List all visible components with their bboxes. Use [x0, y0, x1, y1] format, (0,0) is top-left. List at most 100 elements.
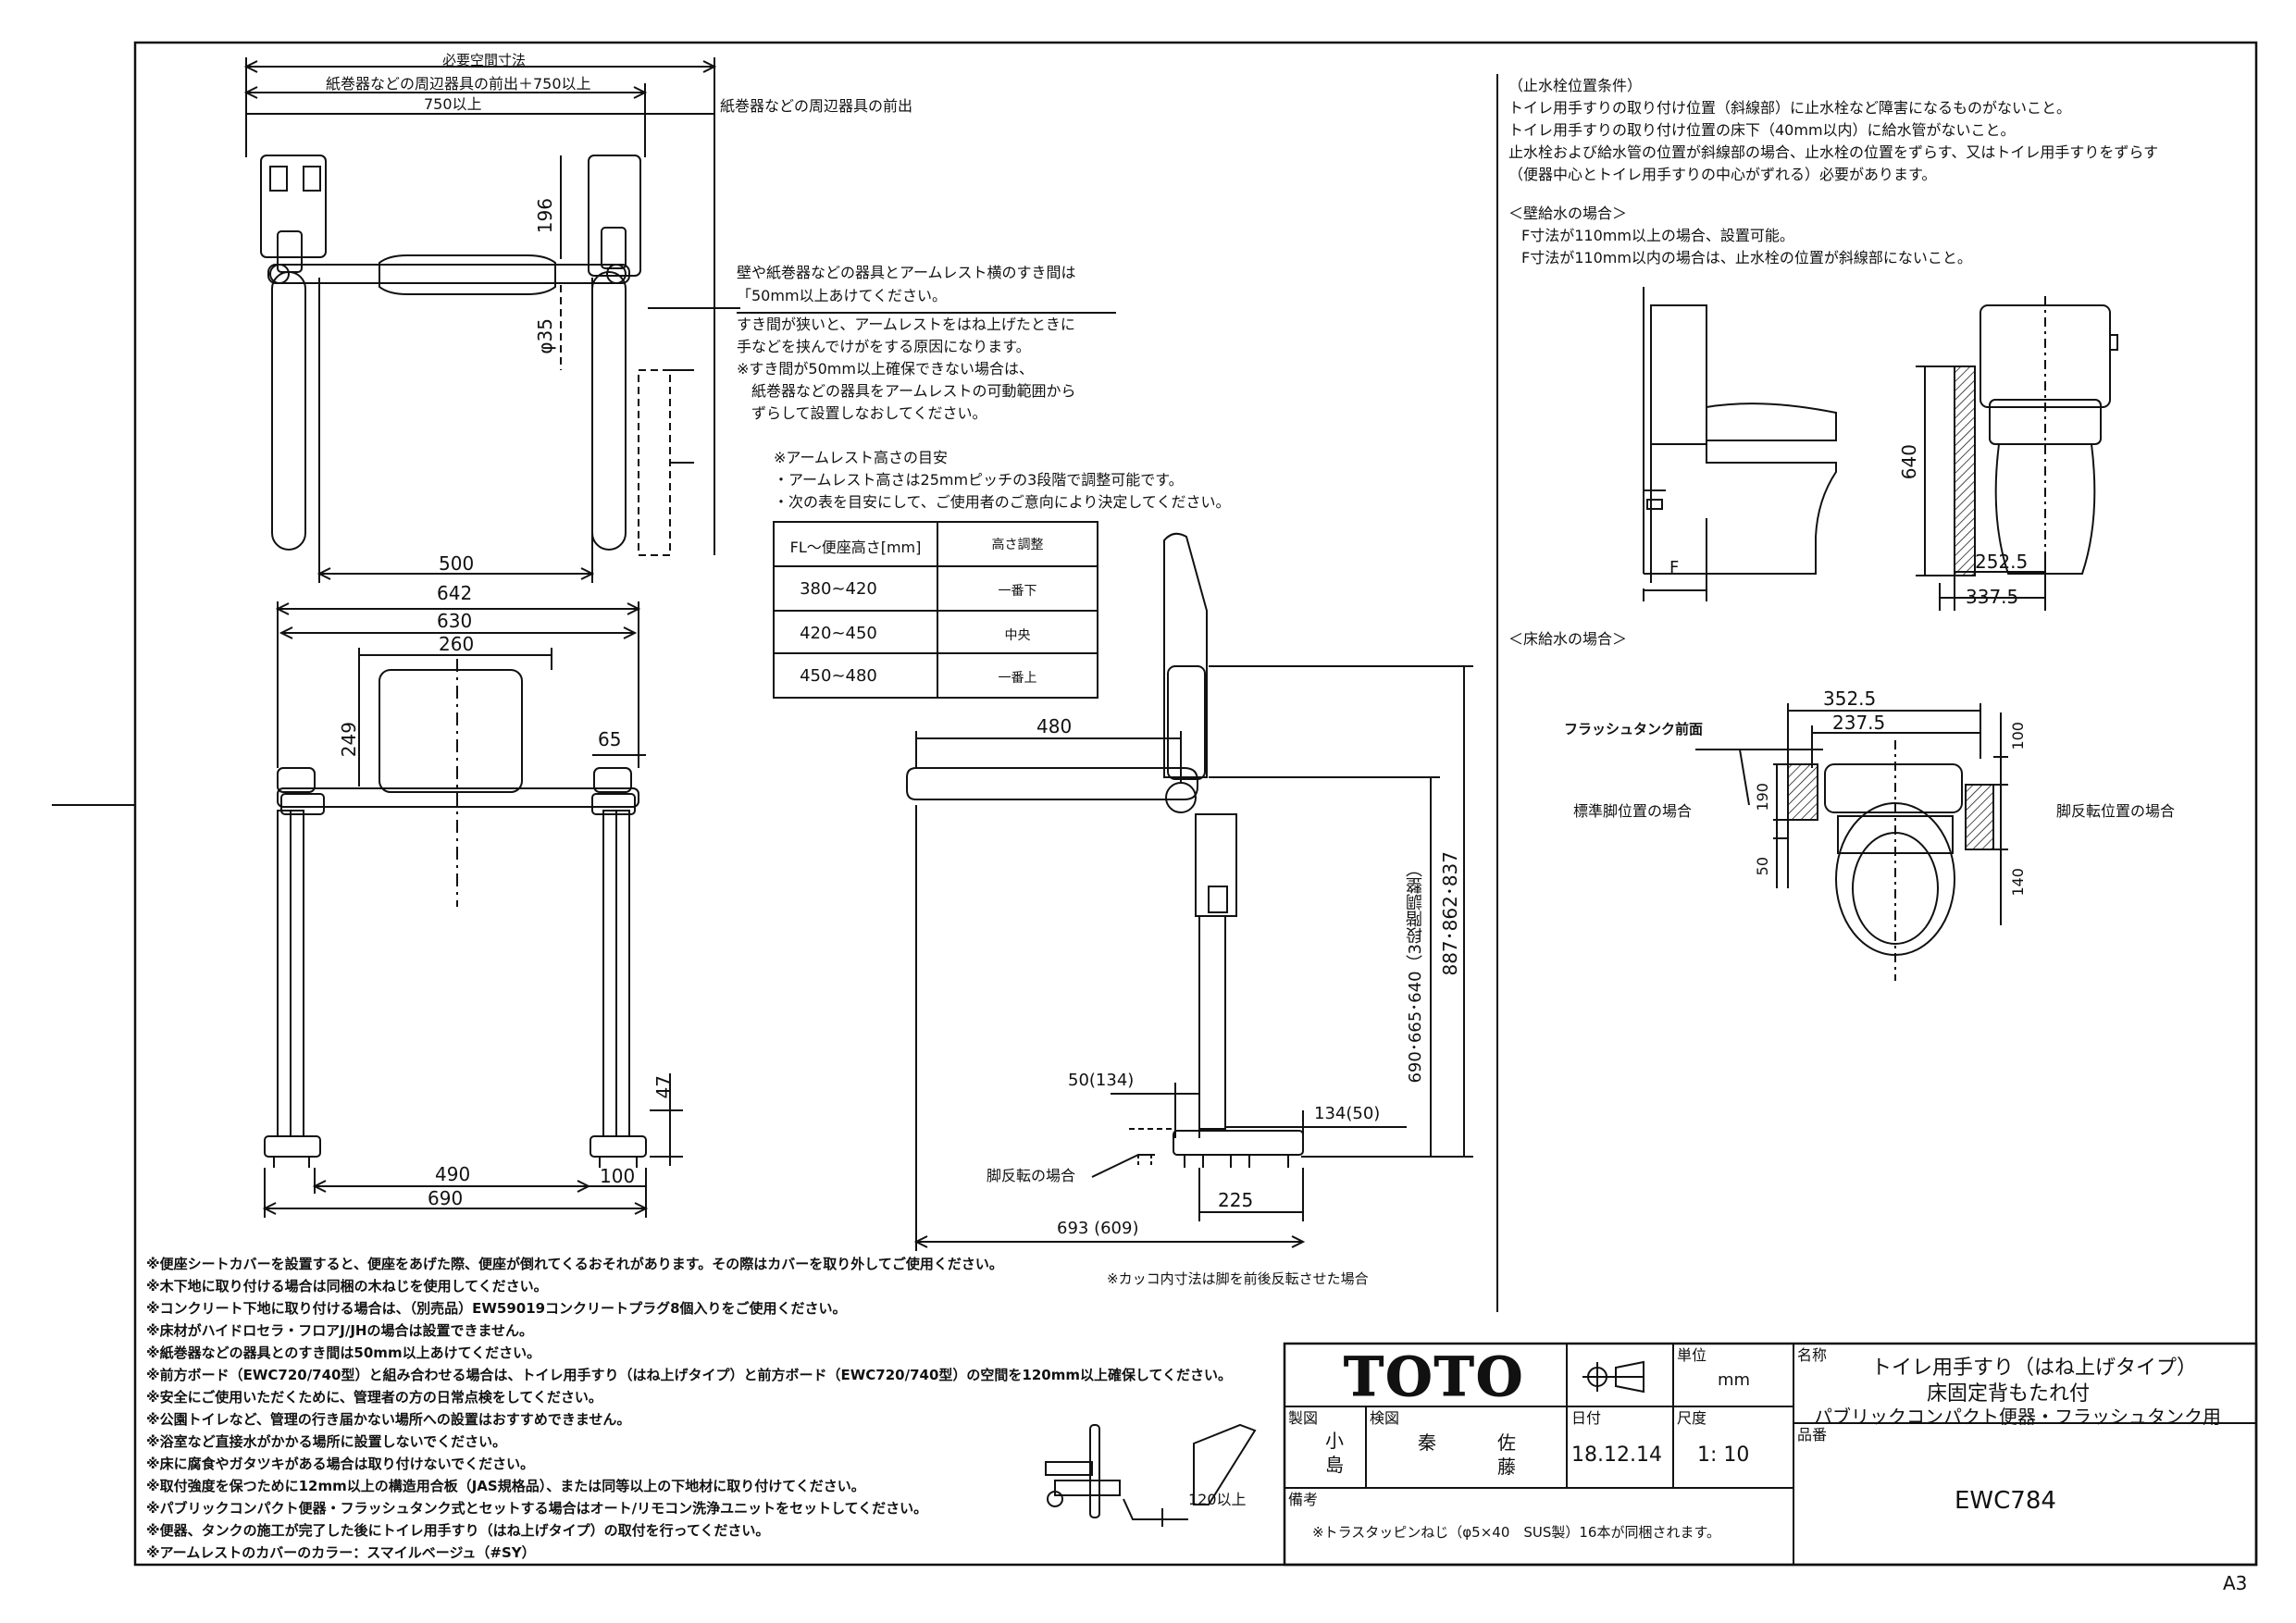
- sheet-size-label: A3: [2223, 1572, 2248, 1594]
- dim-237-5: 237.5: [1832, 712, 1886, 734]
- dim-50-134: 50(134): [1068, 1071, 1135, 1090]
- dim-337-5: 337.5: [1966, 586, 2019, 608]
- note-line: ※便座シートカバーを設置すると、便座をあげた際、便座が倒れてくるおそれがあります…: [146, 1256, 1003, 1272]
- bracket-note: ※カッコ内寸法は脚を前後反転させた場合: [1107, 1270, 1369, 1287]
- note-line: ※便器、タンクの施工が完了した後にトイレ用手すり（はね上げタイプ）の取付を行って…: [146, 1522, 770, 1539]
- standard-leg-label: 標準脚位置の場合: [1573, 802, 1693, 820]
- dim-352-5: 352.5: [1823, 688, 1877, 710]
- flush-tank-front-label: フラッシュタンク前面: [1564, 721, 1704, 737]
- note-line: ※パブリックコンパクト便器・フラッシュタンク式とセットする場合はオート/リモコン…: [146, 1500, 928, 1517]
- valve-condition-line: （止水栓位置条件）: [1508, 77, 1643, 94]
- required-space-title: 必要空間寸法: [442, 52, 527, 68]
- gap-note-line: 壁や紙巻器などの器具とアームレスト横のすき間は: [737, 264, 1076, 281]
- remarks-label: 備考: [1288, 1491, 1319, 1508]
- table-cell: 中央: [1004, 628, 1031, 643]
- unit-value: mm: [1718, 1370, 1751, 1390]
- dim-642: 642: [437, 582, 473, 604]
- scale-label: 尺度: [1677, 1409, 1707, 1427]
- wall-supply-title: ＜壁給水の場合＞: [1508, 204, 1628, 222]
- dim-47: 47: [652, 1075, 675, 1099]
- dim-640: 640: [1898, 444, 1920, 480]
- front-view-linework: [262, 601, 683, 1218]
- top-view-linework: [243, 57, 740, 583]
- floor-supply-title: ＜床給水の場合＞: [1508, 630, 1628, 648]
- drawn-name: 島: [1325, 1454, 1344, 1476]
- product-name-line: 床固定背もたれ付: [1927, 1382, 2091, 1406]
- dim-225: 225: [1218, 1189, 1254, 1211]
- date-value: 18.12.14: [1571, 1443, 1662, 1467]
- dim-500: 500: [439, 552, 475, 575]
- dim-690-665-640: 690･665･640（3段階調整）: [1406, 861, 1425, 1084]
- valve-condition-line: 止水栓および給水管の位置が斜線部の場合、止水栓の位置をずらす、又はトイレ用手すり…: [1508, 143, 2159, 161]
- armrest-table-grid: [773, 521, 1098, 699]
- note-line: ※床材がハイドロセラ・フロアJ/JHの場合は設置できません。: [146, 1322, 534, 1339]
- note-line: ※公園トイレなど、管理の行き届かない場所への設置はおすすめできません。: [146, 1411, 631, 1428]
- armrest-note-line: ※アームレスト高さの目安: [774, 449, 948, 466]
- note-line: ※前方ボード（EWC720/740型）と組み合わせる場合は、トイレ用手すり（はね…: [146, 1367, 1233, 1383]
- valve-condition-line: トイレ用手すりの取り付け位置（斜線部）に止水栓など障害になるものがないこと。: [1508, 99, 2072, 117]
- gap-note-line: ※すき間が50mm以上確保できない場合は、: [737, 360, 1034, 378]
- table-cell: 420~450: [800, 624, 877, 643]
- wall-supply-line: F寸法が110mm以上の場合、設置可能。: [1521, 227, 1794, 244]
- dim-120-min: 120以上: [1188, 1491, 1247, 1508]
- dim-50b: 50: [1754, 857, 1771, 876]
- sheet-border: [133, 41, 2258, 1567]
- armrest-note-line: ・アームレスト高さは25mmピッチの3段階で調整可能です。: [774, 471, 1184, 489]
- checked-label: 検図: [1370, 1409, 1400, 1427]
- toto-logo: TOTO: [1343, 1345, 1525, 1409]
- leg-reversed-label: 脚反転の場合: [987, 1167, 1076, 1184]
- dim-100: 100: [600, 1165, 636, 1187]
- note-line: ※木下地に取り付ける場合は同梱の木ねじを使用してください。: [146, 1278, 548, 1295]
- dim-196: 196: [534, 198, 556, 234]
- dim-249: 249: [338, 722, 360, 758]
- table-cell: 450~480: [800, 666, 877, 686]
- note-line: ※取付強度を保つために12mm以上の構造用合板（JAS規格品）、または同等以上の…: [146, 1478, 865, 1494]
- date-label: 日付: [1571, 1409, 1602, 1427]
- dim-190: 190: [1754, 783, 1771, 812]
- part-label: 品番: [1797, 1426, 1828, 1443]
- gap-note-line: 紙巻器などの器具をアームレストの可動範囲から: [737, 382, 1076, 400]
- dim-phi35: φ35: [534, 318, 556, 354]
- armrest-note-line: ・次の表を目安にして、ご使用者のご意向により決定してください。: [774, 493, 1231, 511]
- valve-condition-line: トイレ用手すりの取り付け位置の床下（40mm以内）に給水管がないこと。: [1508, 121, 2016, 139]
- table-cell: 一番下: [998, 584, 1037, 599]
- dim-140: 140: [2009, 868, 2027, 897]
- dim-65: 65: [598, 728, 622, 750]
- dim-134-50: 134(50): [1314, 1104, 1381, 1123]
- table-header: 高さ調整: [991, 538, 1044, 552]
- checked-name: 秦: [1418, 1431, 1436, 1454]
- product-name-line: トイレ用手すり（はね上げタイプ）: [1871, 1357, 2198, 1380]
- dim-paper-holder-plus: 紙巻器などの周辺器具の前出＋750以上: [326, 75, 591, 93]
- floor-supply-linework: [1695, 703, 2008, 981]
- scale-value: 1: 10: [1697, 1443, 1750, 1467]
- dim-F: F: [1669, 558, 1680, 577]
- note-line: ※コンクリート下地に取り付ける場合は、（別売品）EW59019コンクリートプラグ…: [146, 1300, 847, 1317]
- note-line: ※紙巻器などの器具とのすき間は50mm以上あけてください。: [146, 1344, 541, 1361]
- note-line: ※床に腐食やガタツキがある場合は取り付けないでください。: [146, 1456, 535, 1472]
- dim-paper-holder-front: 紙巻器などの周辺器具の前出: [720, 97, 913, 115]
- mini-sketch-linework: [1045, 1423, 1257, 1527]
- gap-note-line: すき間が狭いと、アームレストをはね上げたときに: [737, 316, 1075, 333]
- reversed-leg-label: 脚反転位置の場合: [2056, 802, 2176, 820]
- gap-note-line: 「50mm以上あけてください。: [737, 287, 948, 304]
- dim-100b: 100: [2009, 722, 2027, 750]
- checked-name: 佐: [1497, 1431, 1516, 1454]
- valve-condition-line: （便器中心とトイレ用手すりの中心がずれる）必要があります。: [1508, 166, 1937, 183]
- table-cell: 380~420: [800, 579, 877, 599]
- drawn-label: 製図: [1288, 1409, 1319, 1427]
- drawn-name: 小: [1325, 1430, 1344, 1452]
- title-block-grid: [1283, 1342, 2258, 1567]
- gap-note-line: 手などを挟んでけがをする原因になります。: [737, 338, 1031, 355]
- wall-supply-linework: [1643, 287, 2118, 611]
- dim-252-5: 252.5: [1975, 551, 2029, 573]
- unit-label: 単位: [1677, 1346, 1707, 1364]
- checked-name: 藤: [1497, 1456, 1516, 1478]
- remarks-value: ※トラスタッピンねじ（φ5×40 SUS製）16本が同梱されます。: [1312, 1524, 1720, 1541]
- table-header: FL～便座高さ[mm]: [789, 539, 922, 556]
- dim-480: 480: [1036, 715, 1073, 737]
- note-line: ※アームレストのカバーのカラー：スマイルベージュ（#SY）: [146, 1544, 536, 1561]
- dim-490: 490: [435, 1163, 471, 1185]
- note-line: ※安全にご使用いただくために、管理者の方の日常点検をしてください。: [146, 1389, 602, 1406]
